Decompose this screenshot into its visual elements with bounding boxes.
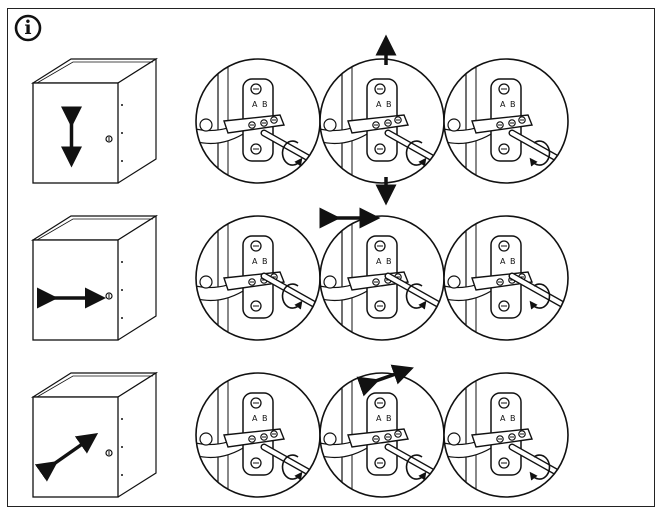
hinge-label-a: A (376, 257, 382, 266)
hinge-label-a: A (376, 414, 382, 423)
hinge-label-a: A (376, 100, 382, 109)
rotate-clockwise-icon (529, 283, 551, 310)
hinge-label-a: A (500, 257, 506, 266)
info-icon (14, 14, 42, 42)
cabinet-illustration (30, 57, 159, 184)
double-arrow-diagonal-icon (34, 432, 99, 482)
rotate-clockwise-icon (529, 140, 551, 167)
cabinet-illustration (30, 214, 159, 341)
hinge-label-b: B (262, 257, 268, 266)
hinge-label-a: A (252, 257, 258, 266)
hinge-label-a: A (500, 100, 506, 109)
rotate-counterclockwise-icon (281, 283, 303, 310)
rotate-counterclockwise-icon (405, 283, 427, 310)
hinge-label-b: B (262, 414, 268, 423)
hinge-label-b: B (510, 414, 516, 423)
double-arrow-diagonal-icon (356, 364, 414, 397)
hinge-label-b: B (386, 414, 392, 423)
rotate-counterclockwise-icon (405, 454, 427, 481)
rotate-clockwise-icon (529, 454, 551, 481)
rotate-counterclockwise-icon (281, 454, 303, 481)
hinge-label-b: B (386, 257, 392, 266)
rotate-counterclockwise-icon (405, 140, 427, 167)
cabinet-illustration (30, 371, 159, 498)
hinge-label-b: B (510, 257, 516, 266)
hinge-label-a: A (500, 414, 506, 423)
rotate-counterclockwise-icon (281, 140, 303, 167)
hinge-label-b: B (510, 100, 516, 109)
hinge-label-a: A (252, 414, 258, 423)
hinge-label-b: B (262, 100, 268, 109)
hinge-label-a: A (252, 100, 258, 109)
hinge-label-b: B (386, 100, 392, 109)
